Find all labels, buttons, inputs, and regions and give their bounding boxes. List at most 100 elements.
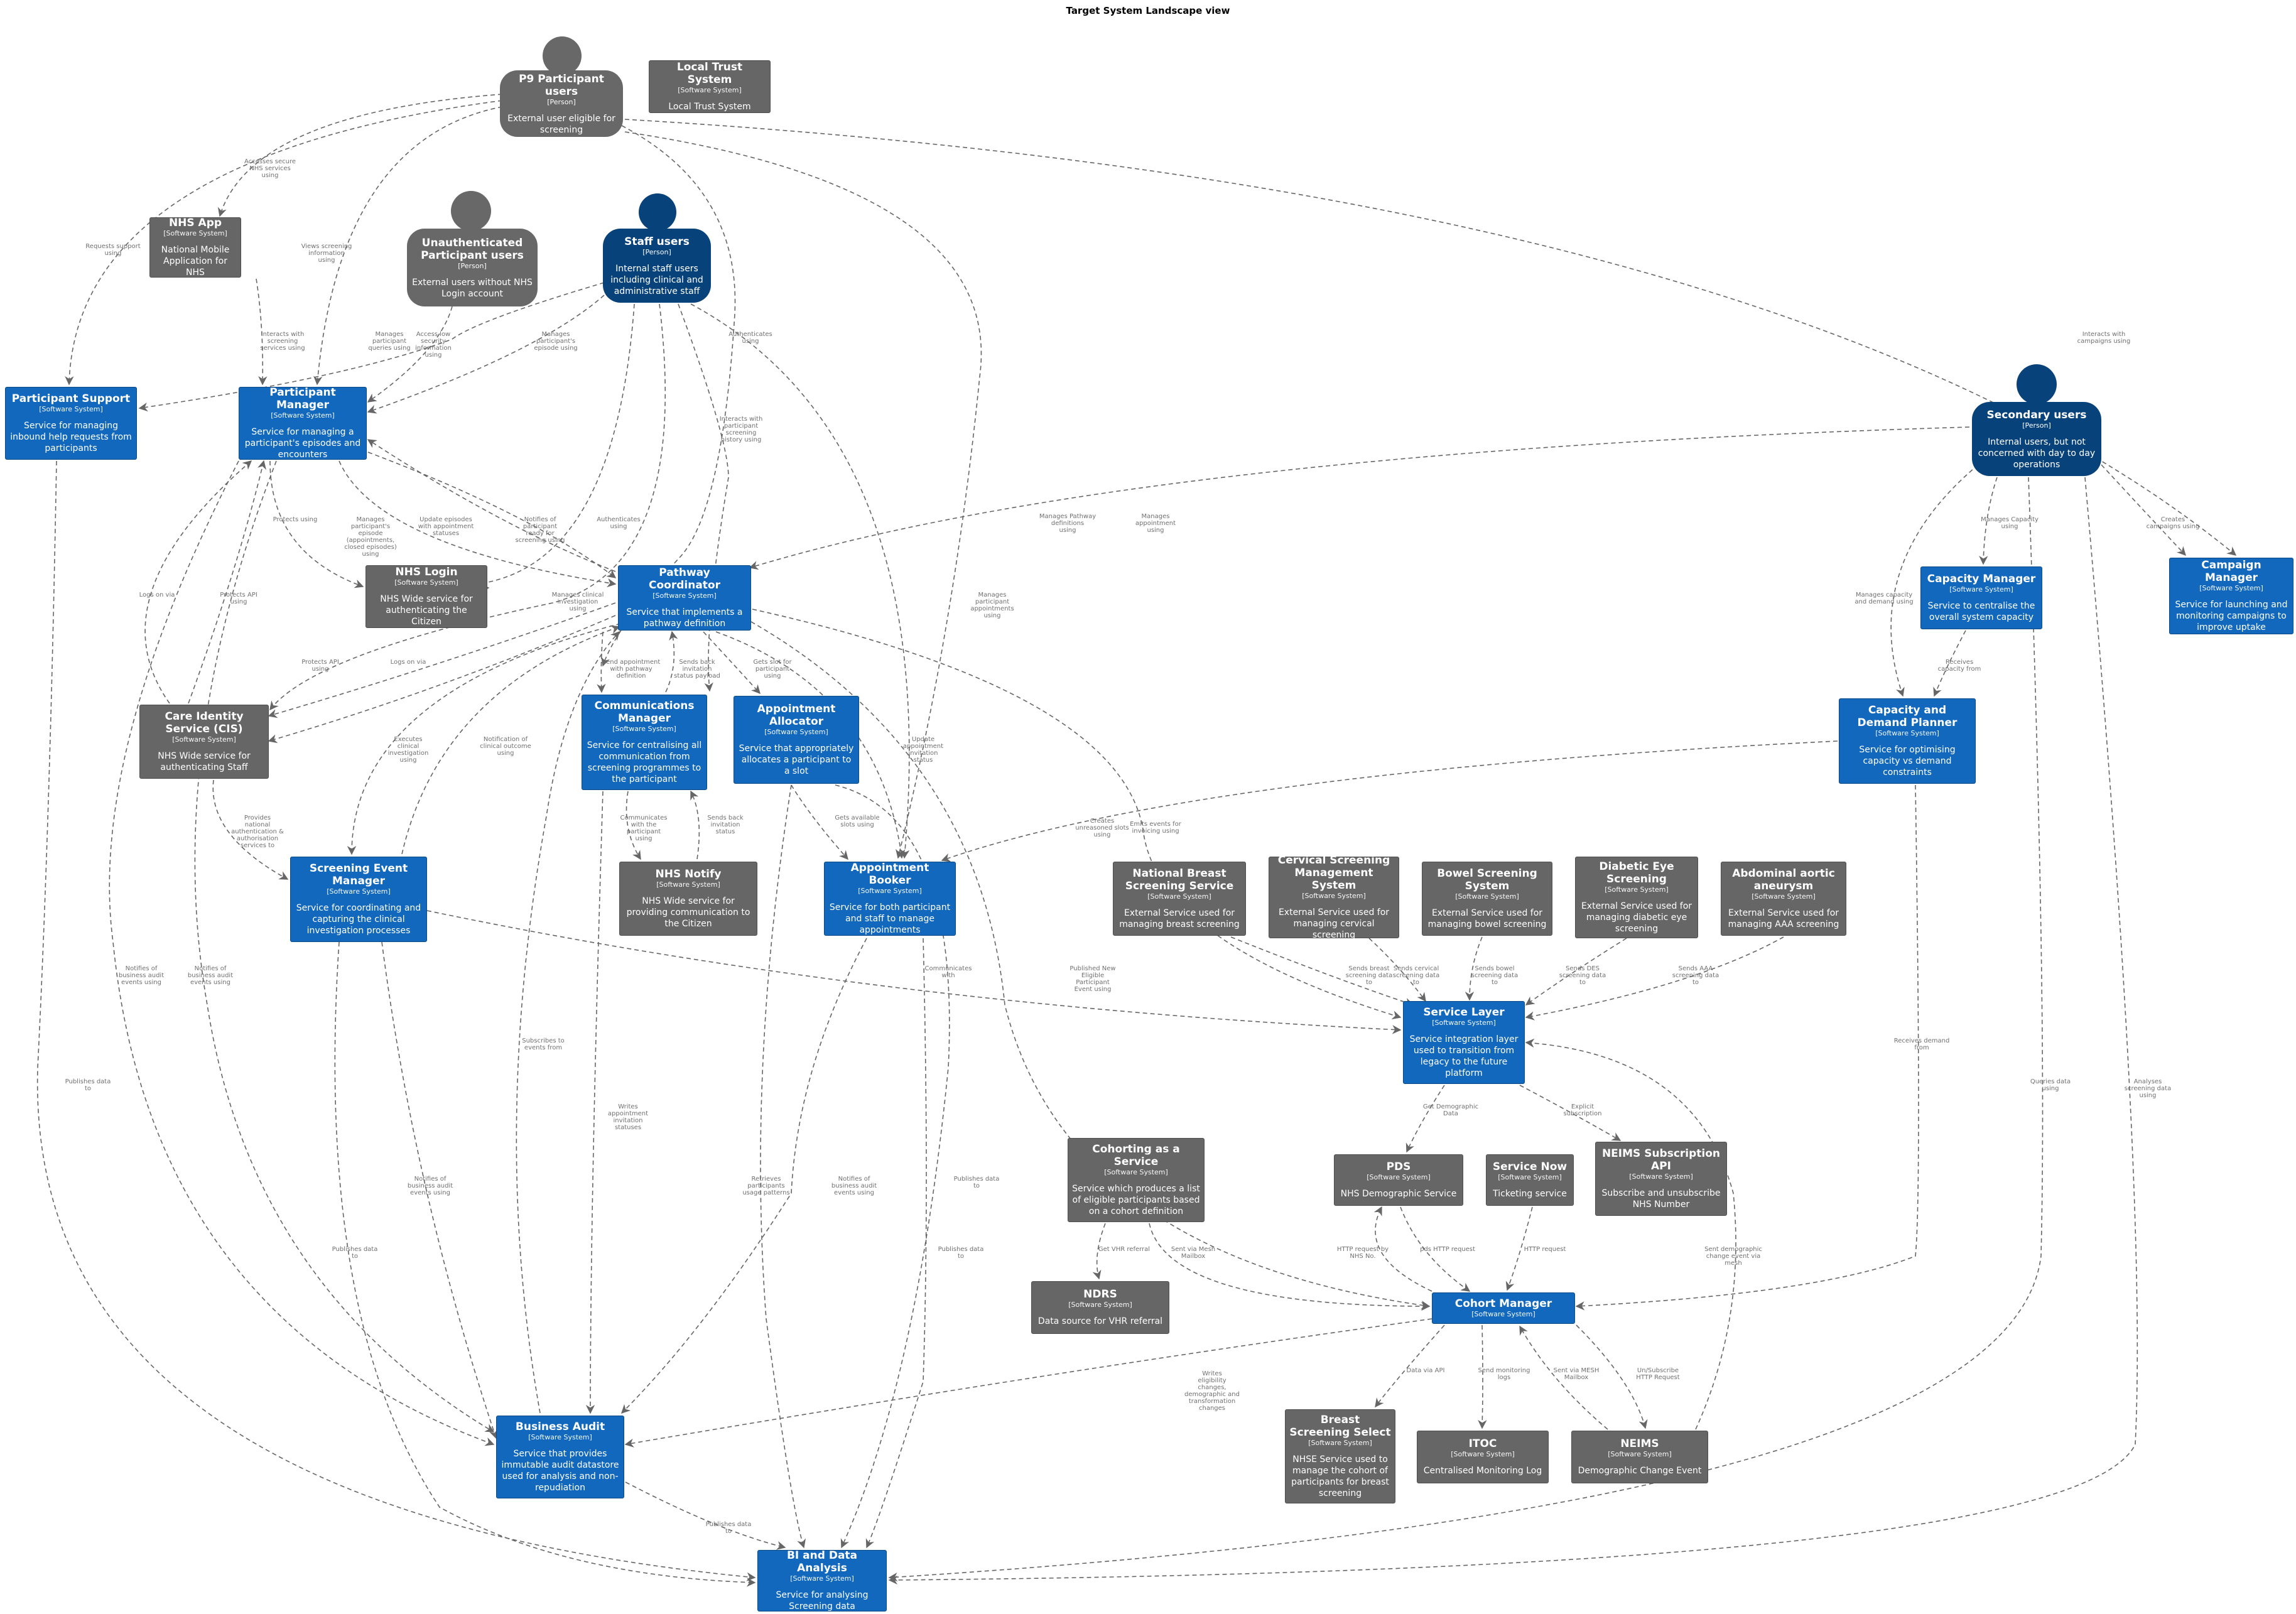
- system-name: Care Identity Service (CIS): [165, 710, 244, 735]
- system-nhs-notify[interactable]: NHS Notify [Software System] NHS Wide se…: [619, 862, 757, 936]
- system-cohort-manager[interactable]: Cohort Manager [Software System]: [1432, 1292, 1575, 1324]
- system-desc: NHSE Service used to manage the cohort o…: [1291, 1454, 1389, 1498]
- system-care-identity-service[interactable]: Care Identity Service (CIS) [Software Sy…: [139, 705, 269, 779]
- system-desc: External Service used for managing AAA s…: [1728, 908, 1839, 929]
- relationship-arrow-e69: [624, 1318, 1432, 1448]
- system-screening-event-manager[interactable]: Screening Event Manager [Software System…: [290, 857, 427, 942]
- system-diabetic-eye-screening[interactable]: Diabetic Eye Screening [Software System]…: [1575, 857, 1698, 938]
- system-abdominal-aortic-aneurysm[interactable]: Abdominal aortic aneurysm [Software Syst…: [1721, 862, 1846, 936]
- system-nhs-login[interactable]: NHS Login [Software System] NHS Wide ser…: [366, 565, 487, 628]
- system-name: NDRS: [1083, 1288, 1117, 1301]
- system-pds[interactable]: PDS [Software System] NHS Demographic Se…: [1334, 1154, 1463, 1206]
- relationship-arrow-e61: [1405, 1085, 1445, 1153]
- system-bi-and-data-analysis[interactable]: BI and Data Analysis [Software System] S…: [757, 1549, 887, 1611]
- relationship-arrow-e1: [217, 94, 503, 217]
- system-breast-screening-select[interactable]: Breast Screening Select [Software System…: [1285, 1409, 1395, 1503]
- system-name: Capacity and Demand Planner: [1857, 704, 1958, 729]
- system-name: Participant Manager: [269, 386, 336, 411]
- system-participant-manager[interactable]: Participant Manager [Software System] Se…: [239, 386, 367, 460]
- relationship-arrow-e56: [1230, 936, 1414, 1007]
- system-desc: National Mobile Application for NHS: [161, 245, 230, 278]
- staff-person-head-icon: [639, 193, 676, 231]
- system-campaign-manager[interactable]: Campaign Manager [Software System] Servi…: [2169, 558, 2293, 634]
- system-type: [Software System]: [1432, 1019, 1496, 1027]
- system-type: [Software System]: [528, 1433, 592, 1441]
- relationship-arrow-e63: [1373, 1206, 1432, 1292]
- system-type: [Software System]: [271, 411, 335, 420]
- relationship-arrow-e26: [188, 460, 266, 704]
- system-service-now[interactable]: Service Now [Software System] Ticketing …: [1486, 1154, 1574, 1206]
- system-type: [Software System]: [1629, 1173, 1693, 1181]
- system-desc: Service which produces a list of eligibl…: [1072, 1184, 1200, 1216]
- system-desc: Ticketing service: [1493, 1189, 1567, 1199]
- p9-person-head-icon: [543, 36, 582, 75]
- system-neims-subscription-api[interactable]: NEIMS Subscription API [Software System]…: [1595, 1142, 1727, 1216]
- relationship-arrow-e2: [65, 100, 503, 386]
- system-ndrs[interactable]: NDRS [Software System] Data source for V…: [1031, 1281, 1169, 1334]
- relationship-arrow-e18: [1890, 464, 1979, 697]
- relationship-arrow-e49: [865, 938, 927, 1549]
- system-appointment-allocator[interactable]: Appointment Allocator [Software System] …: [734, 696, 859, 784]
- relationship-arrow-e66: [1092, 1223, 1106, 1280]
- system-type: [Software System]: [1302, 892, 1366, 900]
- system-desc: Demographic Change Event: [1578, 1466, 1702, 1476]
- relationship-arrow-e23: [367, 439, 616, 572]
- secondary-person-head-icon: [2017, 364, 2057, 404]
- person-name: Secondary users: [1986, 409, 2087, 421]
- relationship-arrow-e50: [426, 910, 1402, 1034]
- system-name: Communications Manager: [594, 700, 695, 725]
- system-desc: Service for launching and monitoring cam…: [2175, 600, 2288, 632]
- system-name: Cohorting as a Service: [1092, 1143, 1180, 1168]
- person-name: Unauthenticated Participant users: [421, 237, 524, 262]
- system-type: [Software System]: [172, 735, 236, 744]
- person-secondary-users[interactable]: Secondary users [Person] Internal users,…: [1972, 402, 2101, 476]
- system-bowel-screening-system[interactable]: Bowel Screening System [Software System]…: [1422, 862, 1552, 936]
- system-business-audit[interactable]: Business Audit [Software System] Service…: [496, 1416, 624, 1498]
- system-pathway-coordinator[interactable]: Pathway Coordinator [Software System] Se…: [618, 565, 751, 631]
- person-staff-users[interactable]: Staff users [Person] Internal staff user…: [603, 229, 711, 303]
- person-desc: External users without NHS Login account: [412, 278, 533, 299]
- person-p9-participant-users[interactable]: P9 Participant users [Person] External u…: [500, 70, 623, 137]
- system-nhs-app[interactable]: NHS App [Software System] National Mobil…: [149, 217, 241, 278]
- system-cohorting-as-a-service[interactable]: Cohorting as a Service [Software System]…: [1068, 1138, 1205, 1222]
- system-neims[interactable]: NEIMS [Software System] Demographic Chan…: [1571, 1431, 1708, 1483]
- system-name: NHS Login: [395, 566, 458, 578]
- system-service-layer[interactable]: Service Layer [Software System] Service …: [1403, 1001, 1525, 1084]
- system-name: NEIMS: [1620, 1438, 1659, 1450]
- person-unauthenticated-participant-users[interactable]: Unauthenticated Participant users [Perso…: [407, 229, 538, 306]
- system-capacity-and-demand-planner[interactable]: Capacity and Demand Planner [Software Sy…: [1839, 698, 1976, 784]
- system-itoc[interactable]: ITOC [Software System] Centralised Monit…: [1417, 1431, 1549, 1483]
- system-participant-support[interactable]: Participant Support [Software System] Se…: [5, 387, 137, 460]
- system-type: [Software System]: [1308, 1439, 1372, 1447]
- system-name: Breast Screening Select: [1289, 1414, 1391, 1439]
- system-appointment-booker[interactable]: Appointment Booker [Software System] Ser…: [824, 862, 956, 936]
- system-desc: Subscribe and unsubscribe NHS Number: [1601, 1188, 1721, 1210]
- system-desc: Service for optimising capacity vs deman…: [1859, 745, 1956, 777]
- system-local-trust-system[interactable]: Local Trust System [Software System] Loc…: [649, 60, 771, 113]
- system-name: Cervical Screening Management System: [1277, 854, 1390, 892]
- system-communications-manager[interactable]: Communications Manager [Software System]…: [582, 695, 707, 790]
- relationship-arrow-e60: [1525, 936, 1784, 1021]
- system-capacity-manager[interactable]: Capacity Manager [Software System] Servi…: [1920, 566, 2042, 629]
- system-type: [Software System]: [163, 229, 227, 237]
- relationship-arrow-e8: [367, 306, 453, 403]
- person-name: P9 Participant users: [519, 73, 604, 98]
- system-name: Capacity Manager: [1927, 573, 2036, 585]
- relationship-arrow-e22: [338, 460, 617, 588]
- person-name: Staff users: [624, 236, 690, 248]
- system-cervical-screening-management-system[interactable]: Cervical Screening Management System [So…: [1269, 854, 1399, 940]
- relationship-arrow-e65: [1505, 1206, 1533, 1291]
- system-national-breast-screening-service[interactable]: National Breast Screening Service [Softw…: [1113, 862, 1246, 936]
